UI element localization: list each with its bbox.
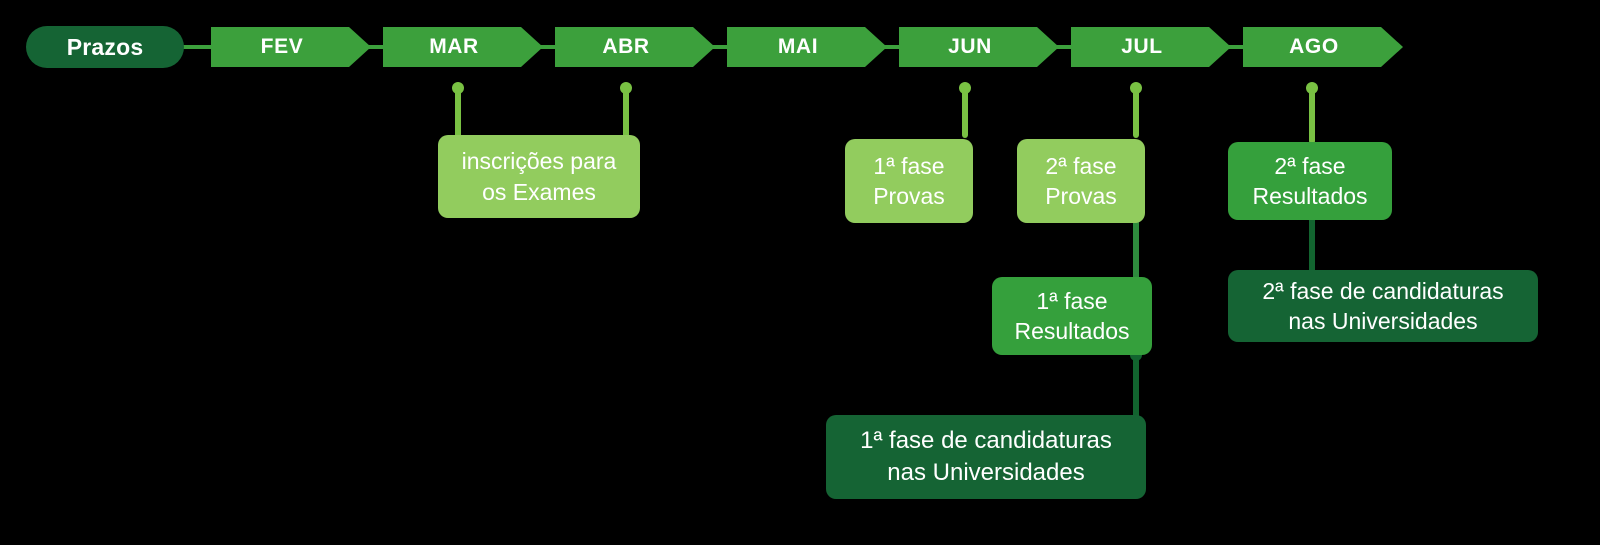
connector-dot	[452, 82, 464, 94]
connector-fase2-provas-to-fase1-resultados	[1133, 214, 1139, 280]
callout-line: 1ª fase de candidaturas	[860, 427, 1112, 455]
callout-fase1-resultados[interactable]: 1ª fase Resultados	[992, 277, 1152, 355]
month-chevron-ago[interactable]: AGO	[1243, 27, 1403, 67]
month-chevron-jun[interactable]: JUN	[899, 27, 1059, 67]
month-chevron-mar[interactable]: MAR	[383, 27, 543, 67]
callout-inscricoes-exames[interactable]: inscrições para os Exames	[438, 135, 640, 218]
callout-line: 1ª fase	[873, 152, 945, 179]
callout-line: Provas	[873, 183, 945, 209]
callout-line: nas Universidades	[887, 459, 1085, 486]
connector-jul-to-fase2-provas	[1133, 86, 1139, 138]
callout-line: inscrições para	[461, 148, 617, 175]
connector-dot	[959, 82, 971, 94]
timeline-title-pill[interactable]: Prazos	[26, 26, 184, 68]
callout-fase2-provas[interactable]: 2ª fase Provas	[1017, 139, 1145, 223]
callout-line: 2ª fase	[1045, 152, 1117, 179]
callout-fase1-provas[interactable]: 1ª fase Provas	[845, 139, 973, 223]
callout-fase2-candidaturas[interactable]: 2ª fase de candidaturas nas Universidade…	[1228, 270, 1538, 342]
connector-dot	[620, 82, 632, 94]
connector-fase1-resultados-to-candidaturas	[1133, 352, 1139, 422]
month-chevron-fev[interactable]: FEV	[211, 27, 371, 67]
callout-line: Provas	[1045, 183, 1117, 209]
connector-ago-to-fase2-resultados	[1309, 86, 1315, 144]
month-chevron-jul[interactable]: JUL	[1071, 27, 1231, 67]
rail-segment	[180, 45, 212, 49]
month-chevron-mai[interactable]: MAI	[727, 27, 887, 67]
connector-jun-to-fase1-provas	[962, 86, 968, 138]
connector-dot	[1306, 82, 1318, 94]
callout-line: Resultados	[1014, 318, 1130, 344]
connector-dot	[1130, 82, 1142, 94]
callout-line: 2ª fase de candidaturas	[1262, 277, 1504, 304]
callout-line: os Exames	[482, 178, 596, 205]
callout-line: 2ª fase	[1274, 152, 1346, 179]
connector-fase2-resultados-to-candidaturas	[1309, 212, 1315, 278]
callout-fase2-resultados[interactable]: 2ª fase Resultados	[1228, 142, 1392, 220]
month-chevron-abr[interactable]: ABR	[555, 27, 715, 67]
callout-line: nas Universidades	[1288, 308, 1478, 334]
callout-line: 1ª fase	[1036, 287, 1108, 314]
connector-abr-to-inscricoes	[623, 86, 629, 138]
callout-fase1-candidaturas[interactable]: 1ª fase de candidaturas nas Universidade…	[826, 415, 1146, 499]
connector-mar-to-inscricoes	[455, 86, 461, 138]
callout-line: Resultados	[1252, 183, 1368, 209]
